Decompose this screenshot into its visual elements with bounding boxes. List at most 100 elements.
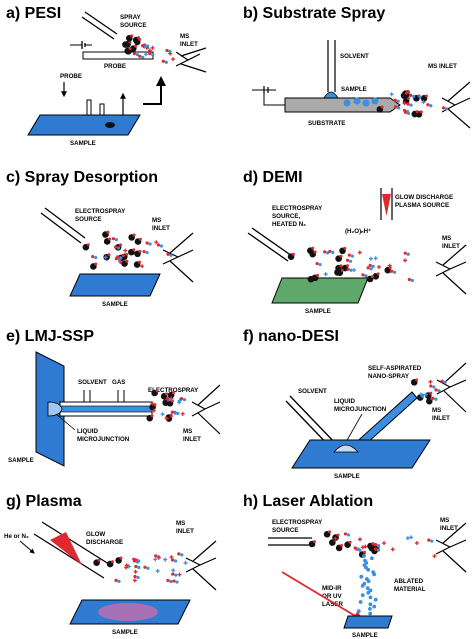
ion	[426, 103, 430, 107]
ion	[440, 379, 444, 383]
panel-g-ms-inlet	[185, 557, 217, 573]
droplet-charge	[128, 47, 132, 51]
droplet-charge	[363, 550, 367, 554]
ion	[353, 546, 357, 550]
droplet-charge	[316, 273, 320, 277]
ion	[159, 244, 164, 248]
panel-g-gas-arrow	[19, 540, 35, 554]
panel-c-title: c) Spray Desorption	[6, 169, 158, 186]
panel-e-liquid-label-2: MICROJUNCTION	[77, 436, 130, 443]
panel-g-title: g) Plasma	[6, 493, 82, 510]
droplet-charge	[165, 392, 169, 396]
ion	[113, 245, 118, 249]
charge-mark	[132, 578, 137, 583]
panel-e-gas-label: GAS	[112, 379, 125, 386]
charge-mark	[126, 564, 131, 569]
charge-mark	[409, 535, 414, 540]
ion	[154, 554, 158, 558]
droplet-charge	[155, 389, 159, 393]
charge-mark	[155, 569, 160, 574]
ion	[403, 251, 407, 255]
panel-e-solvent-label: SOLVENT	[78, 379, 107, 386]
ion	[151, 52, 155, 57]
panel-e-electrospray-label: ELECTROSPRAY	[148, 387, 199, 394]
ion	[171, 572, 175, 576]
panel-g-glow-label-2: DISCHARGE	[86, 539, 123, 546]
ion	[146, 566, 150, 570]
charge-mark	[414, 541, 419, 546]
ion	[165, 396, 170, 401]
ion	[169, 579, 173, 584]
charge-mark	[357, 537, 362, 542]
panel-f-microjunction	[333, 444, 359, 453]
panel-e-ion-plume	[146, 389, 187, 422]
ion	[166, 578, 170, 583]
charge-mark	[153, 557, 158, 562]
panel-g-torch	[41, 521, 113, 567]
panel-f-solvent-label: SOLVENT	[298, 388, 327, 395]
ion	[368, 263, 372, 267]
droplet-charge	[138, 260, 142, 264]
panel-h-ablated-label-2: MATERIAL	[394, 586, 426, 593]
droplet-charge	[404, 91, 408, 95]
panel-h-source-label-1: ELECTROSPRAY	[272, 519, 323, 526]
panel-h-source-label-2: SOURCE	[272, 527, 298, 534]
ablated-particle	[373, 597, 378, 602]
droplet-charge	[328, 530, 332, 534]
panel-f-liquid-label-1: LIQUID	[334, 398, 355, 405]
ablated-particle	[362, 554, 366, 558]
panel-h-ion-plume	[308, 530, 437, 616]
droplet-charge	[380, 105, 384, 109]
ion	[161, 59, 165, 63]
droplet-charge	[125, 259, 129, 263]
panel-a-ms-inlet-label-2: INLET	[180, 41, 198, 48]
panel-e: e) LMJ-SSP SAMPLE SOLVENT GAS ELECTROSPR…	[6, 328, 221, 467]
panel-d-source-label-3: HEATED N₂	[272, 221, 306, 228]
ion	[135, 53, 140, 57]
droplet-charge	[291, 252, 295, 256]
panel-d-source-label-2: SOURCE,	[272, 213, 300, 220]
panel-e-sample-label: SAMPLE	[8, 457, 34, 464]
panel-d-capillary	[251, 227, 293, 257]
charge-mark	[352, 268, 357, 273]
charge-mark	[140, 264, 145, 269]
droplet-charge	[86, 243, 90, 247]
panel-h-ms-inlet	[435, 539, 467, 555]
droplet-charge	[339, 264, 343, 268]
ion	[343, 532, 348, 536]
panel-d-ms-inlet	[435, 261, 467, 277]
panel-h-ms-inlet-label-1: MS	[440, 517, 449, 524]
charge-mark	[133, 569, 138, 574]
ablated-particle	[369, 556, 374, 561]
ion	[409, 103, 413, 107]
panel-g-ms-inlet-label-1: MS	[176, 520, 185, 527]
panel-h-ablated-label-1: ABLATED	[394, 578, 424, 585]
ion	[170, 410, 174, 414]
ion	[145, 241, 149, 245]
ion	[427, 538, 431, 542]
ablated-particle	[372, 572, 377, 577]
ion	[412, 94, 416, 98]
ion	[179, 397, 184, 401]
droplet-charge	[121, 254, 125, 258]
ion	[373, 547, 378, 551]
ion	[134, 564, 138, 569]
panel-b-sample-label: SAMPLE	[341, 86, 367, 93]
droplet-charge	[429, 391, 433, 395]
droplet-charge	[97, 558, 101, 562]
charge-mark	[403, 258, 408, 263]
droplet-charge	[419, 110, 423, 114]
panel-h-laser-label-1: MID-IR	[322, 585, 342, 592]
droplet-charge	[311, 246, 315, 250]
ion	[116, 246, 121, 250]
panel-c-ms-inlet-label-1: MS	[152, 217, 161, 224]
ion	[171, 558, 175, 562]
panel-h-laser-beam	[281, 571, 364, 622]
charge-mark	[368, 256, 373, 261]
panel-g-glow-label-1: GLOW	[86, 531, 105, 538]
ion	[331, 250, 335, 254]
ion	[91, 254, 95, 259]
ion	[323, 250, 327, 254]
panel-g-gas-label: He or N₂	[4, 533, 29, 540]
panel-a-spray-source-label-2: SOURCE	[120, 22, 146, 29]
